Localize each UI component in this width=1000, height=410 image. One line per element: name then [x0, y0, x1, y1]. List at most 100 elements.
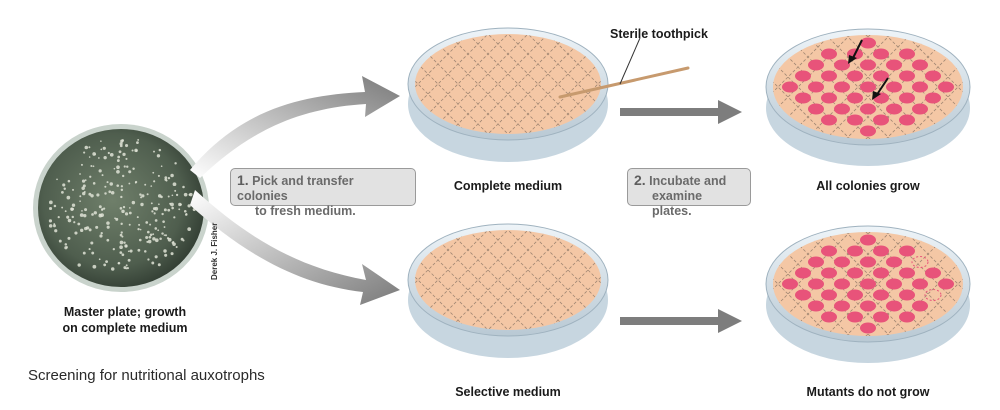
colony-speck [140, 202, 144, 207]
colony-speck [110, 267, 115, 271]
colony-speck [58, 239, 62, 243]
colony [782, 81, 798, 93]
colony-speck [117, 262, 120, 265]
colony-speck [159, 237, 162, 241]
colony [925, 70, 941, 82]
colony-speck [84, 208, 88, 212]
colony-speck [116, 159, 120, 162]
colony-speck [88, 156, 91, 158]
colony-speck [154, 227, 158, 230]
colony-speck [163, 226, 166, 228]
colony-speck [187, 204, 191, 208]
colony-speck [146, 193, 149, 196]
colony-speck [116, 184, 120, 187]
colony [912, 278, 928, 290]
colony-speck [183, 192, 188, 197]
colony-speck [146, 230, 150, 234]
colony [899, 48, 915, 60]
colony [938, 278, 954, 290]
colony-speck [95, 225, 99, 229]
colony [860, 37, 876, 49]
colony-speck [118, 150, 122, 154]
colony-speck [138, 223, 141, 226]
colony-speck [81, 179, 86, 183]
colony-speck [90, 241, 94, 245]
colony [912, 103, 928, 115]
step2-line1: Incubate and [649, 174, 727, 188]
colony-speck [89, 175, 92, 178]
colony-speck [96, 193, 100, 197]
colony-speck [125, 157, 128, 160]
colony-speck [90, 194, 94, 198]
colony-speck [163, 234, 166, 237]
grid-line [827, 232, 963, 336]
colony-speck [150, 185, 153, 187]
colony-speck [154, 206, 159, 211]
grid-line [827, 35, 963, 139]
step1-number: 1. [237, 172, 249, 188]
colony-speck [148, 235, 152, 239]
grid-line [988, 17, 1000, 157]
colony-speck [149, 223, 152, 226]
colony-speck [122, 174, 125, 178]
colony-speck [49, 206, 53, 211]
colony [886, 59, 902, 71]
grid-line [415, 34, 529, 134]
colony-speck [152, 237, 156, 241]
colony [834, 278, 850, 290]
step1-line2: to fresh medium. [255, 204, 356, 218]
colony-speck [98, 157, 100, 159]
colony-speck [137, 228, 140, 231]
grid-line [787, 35, 929, 139]
colony [795, 267, 811, 279]
colony [886, 256, 902, 268]
colony-speck [150, 202, 153, 205]
colony-speck [137, 248, 141, 252]
colony [899, 245, 915, 257]
figure-caption: Screening for nutritional auxotrophs [28, 367, 265, 384]
grid-line [507, 34, 601, 134]
colony [847, 70, 863, 82]
colony-speck [83, 214, 87, 218]
colony-speck [123, 165, 126, 168]
colony-speck [62, 183, 66, 187]
colony-speck [53, 223, 56, 226]
colony-speck [71, 215, 74, 219]
colony-speck [125, 264, 128, 267]
colony-speck [154, 219, 158, 222]
colony-speck [132, 167, 135, 170]
arrow-marker [872, 91, 881, 100]
colony-speck [92, 152, 96, 156]
grid-line [415, 230, 529, 330]
colony [886, 300, 902, 312]
colony-speck [54, 229, 58, 233]
grid-line [968, 17, 1000, 157]
colony-speck [161, 212, 164, 216]
colony [899, 311, 915, 323]
colony-speck [110, 190, 115, 195]
colony-speck [53, 224, 56, 228]
colony [873, 245, 889, 257]
colony [821, 92, 837, 104]
grid-line [587, 230, 601, 330]
colony [860, 81, 876, 93]
colony-speck [144, 250, 147, 253]
colony-speck [134, 148, 138, 153]
grid-line [415, 34, 549, 134]
grid-line [487, 34, 601, 134]
colony-speck [98, 258, 101, 261]
colony-speck [121, 235, 124, 238]
colony-speck [146, 240, 149, 244]
colony-speck [92, 182, 96, 185]
colony-speck [138, 238, 142, 242]
colony-speck [123, 241, 126, 244]
colony-speck [113, 167, 116, 170]
colony-speck [122, 152, 126, 157]
step2-number: 2. [634, 172, 646, 188]
colony-speck [57, 216, 60, 219]
master-plate [33, 124, 209, 292]
colony [873, 70, 889, 82]
colony-speck [79, 200, 81, 202]
colony-speck [126, 266, 129, 270]
